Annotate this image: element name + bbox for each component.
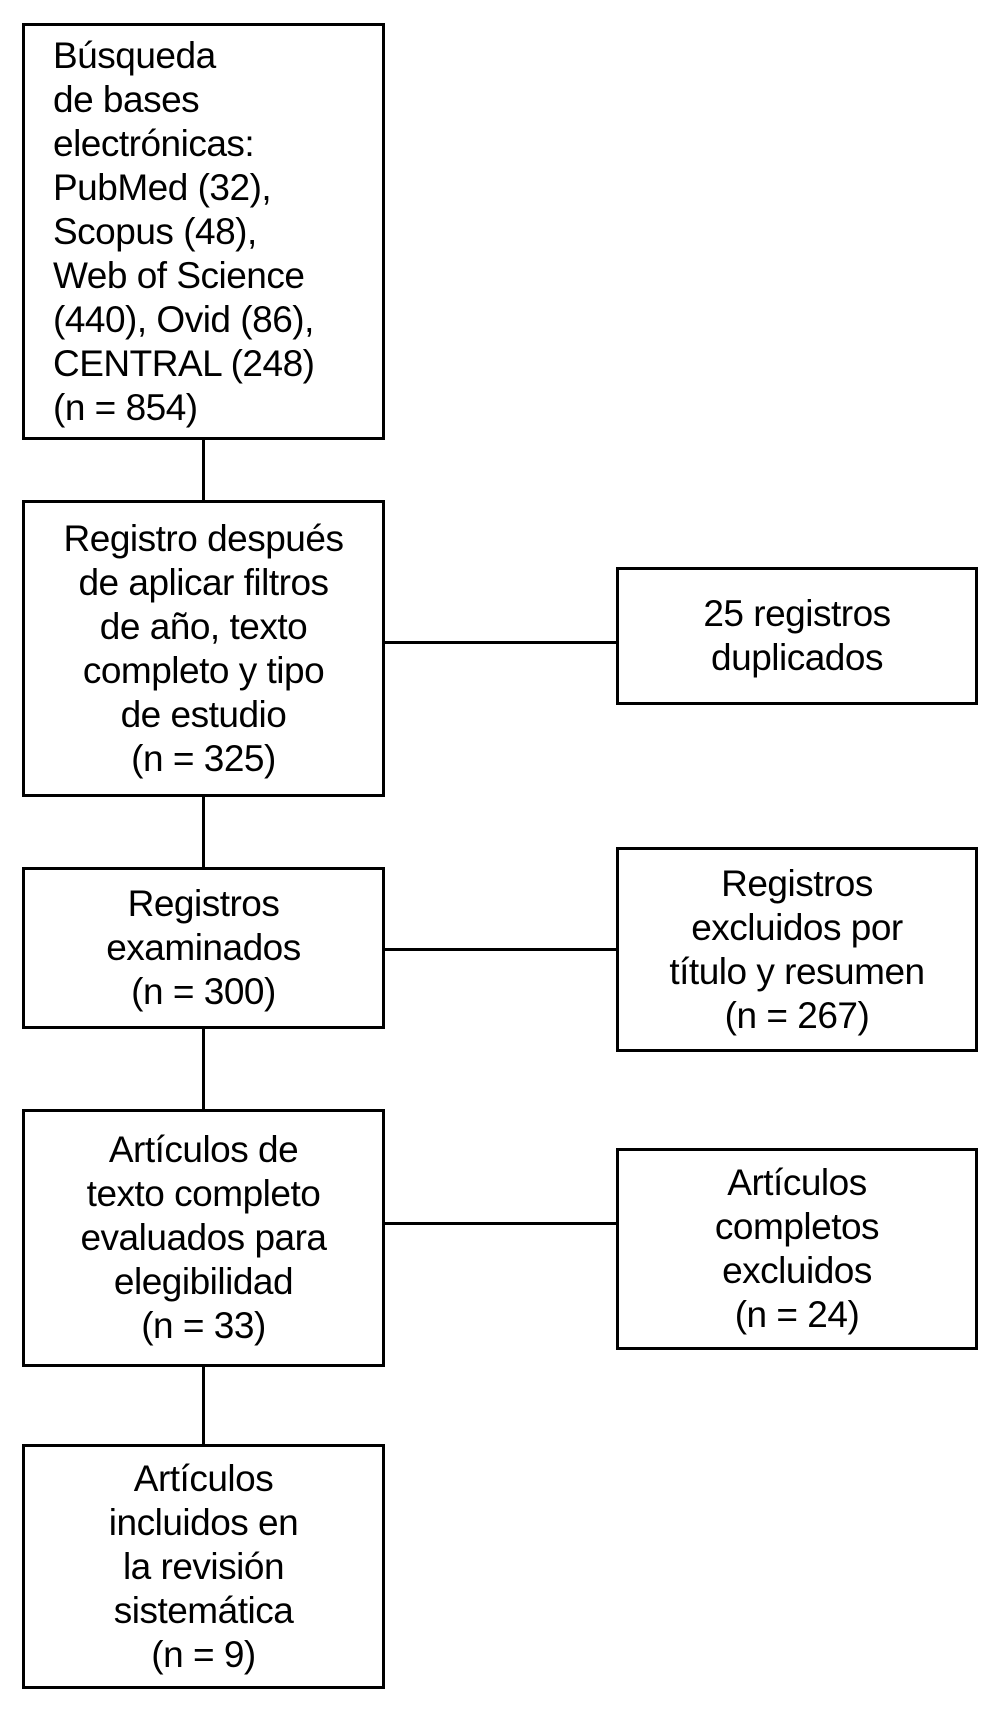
connector-line-right-3 (385, 1222, 616, 1225)
flow-box-records-screened: Registros examinados (n = 300) (22, 867, 385, 1029)
flow-box-after-filters: Registro después de aplicar filtros de a… (22, 500, 385, 797)
connector-line-down-4 (202, 1367, 205, 1444)
flow-box-fulltext-excluded: Artículos completos excluidos (n = 24) (616, 1148, 978, 1350)
flow-box-fulltext-assessed: Artículos de texto completo evaluados pa… (22, 1109, 385, 1367)
connector-line-right-1 (385, 641, 616, 644)
flow-box-title-abstract-excluded: Registros excluidos por título y resumen… (616, 847, 978, 1052)
flow-box-database-search: Búsqueda de bases electrónicas: PubMed (… (22, 23, 385, 440)
connector-line-right-2 (385, 948, 616, 951)
connector-line-down-1 (202, 440, 205, 500)
flow-box-included: Artículos incluidos en la revisión siste… (22, 1444, 385, 1689)
connector-line-down-2 (202, 797, 205, 867)
connector-line-down-3 (202, 1029, 205, 1109)
flow-box-duplicates-excluded: 25 registros duplicados (616, 567, 978, 705)
